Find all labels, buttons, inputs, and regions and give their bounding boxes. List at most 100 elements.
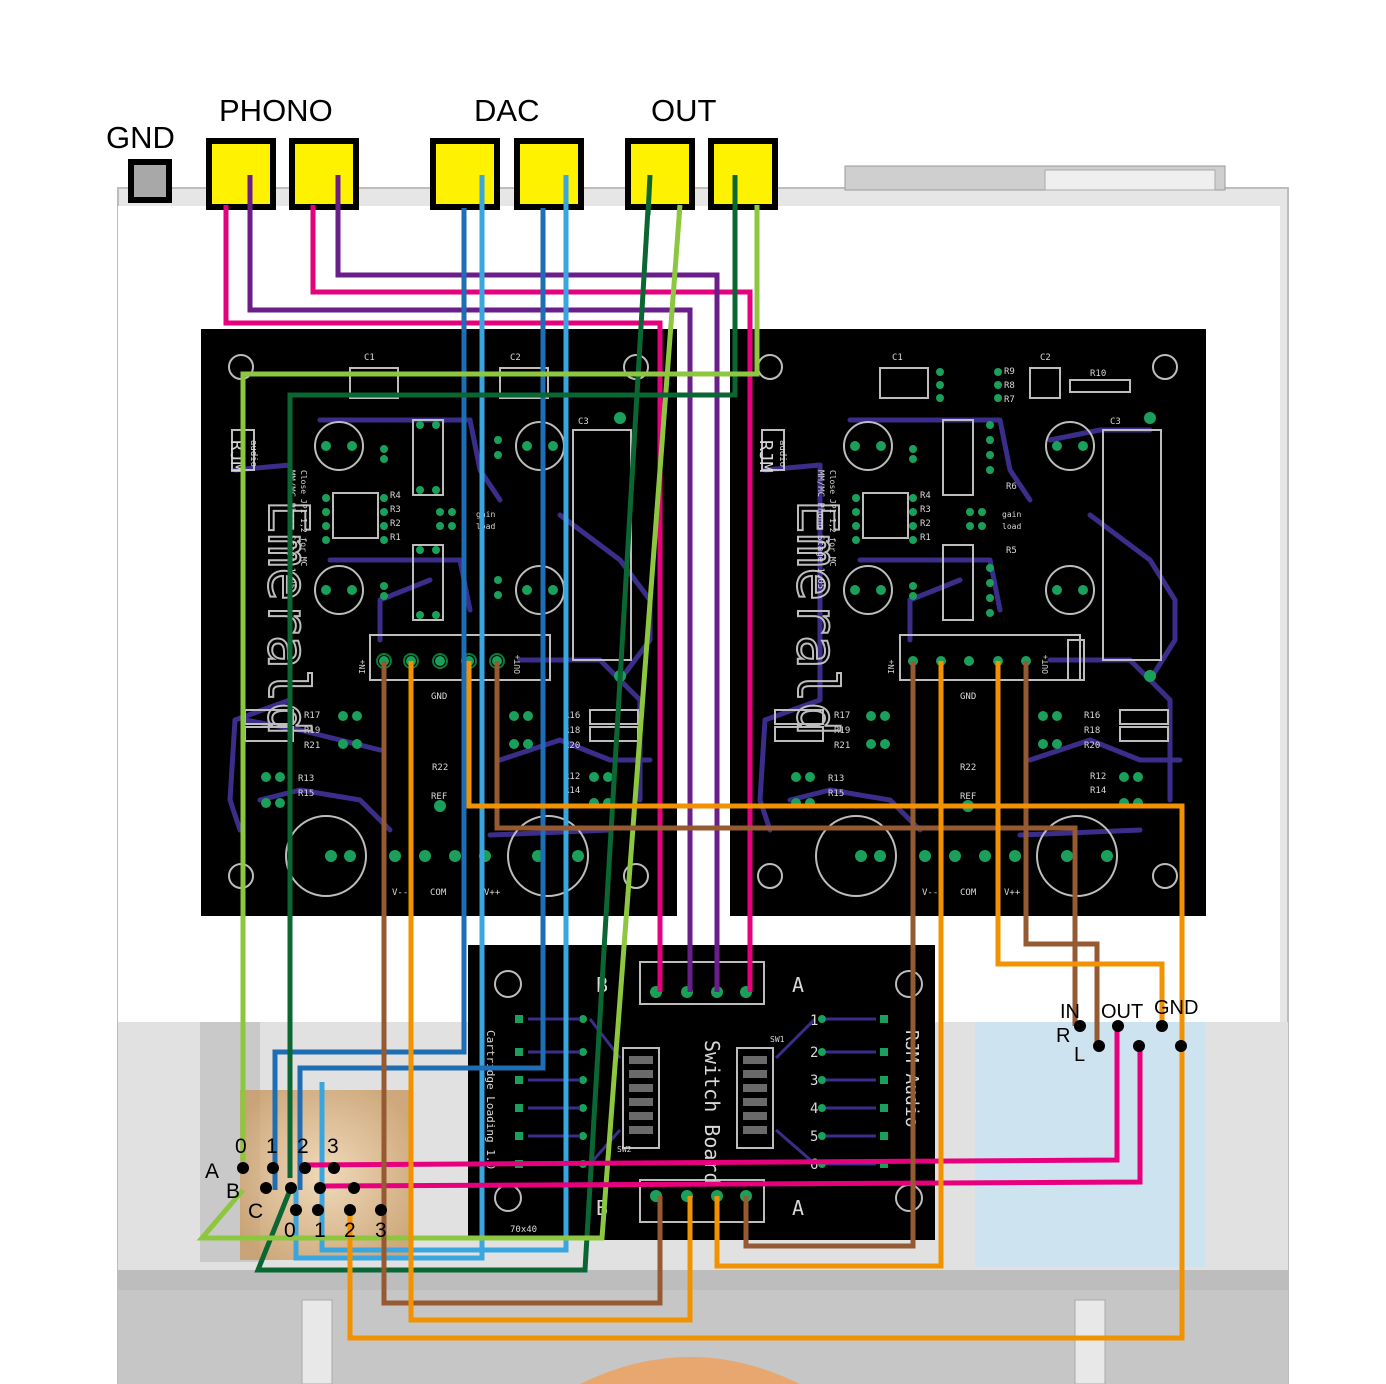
left-vplus-label: V++ [484,888,501,898]
wire-left-gnd-orange [408,661,693,1323]
wires [196,174,1185,1341]
selector-row-a: A [205,1160,219,1183]
svg-text:R19: R19 [834,726,850,736]
wire-left-in-brown [381,661,663,1306]
left-ref-label: REF [431,792,447,802]
svg-text:R17: R17 [304,711,320,721]
wire-out-l-darkgreen [254,174,653,1273]
svg-text:R16: R16 [1084,711,1100,721]
switch-sw2-label: SW2 [617,1145,632,1154]
svg-text:R18: R18 [1084,726,1100,736]
left-jumper-note: Close JP1 1,2 for MC [299,470,308,567]
svg-text:C2: C2 [1040,353,1051,363]
dac-r-terminal[interactable] [514,138,584,210]
svg-text:R21: R21 [834,741,850,751]
svg-text:R21: R21 [304,741,320,751]
wire-left-orange-loop [347,661,1185,1341]
svg-text:R13: R13 [298,774,314,784]
svg-text:3: 3 [810,1073,818,1089]
wire-right-gnd-orange [714,661,944,1269]
switch-size-label: 70x40 [510,1225,537,1235]
svg-text:R1: R1 [390,533,401,543]
left-gnd-label: GND [431,692,447,702]
right-jumper-note: Close JP1 1,2 for MC [828,470,837,567]
svg-text:R9: R9 [1004,367,1015,377]
phono-r-terminal[interactable] [289,138,359,210]
out-r-terminal[interactable] [708,138,778,210]
gnd-terminal[interactable] [128,159,172,203]
wire-dac-r-lightblue [319,175,569,1253]
svg-text:C1: C1 [364,353,375,363]
svg-text:4: 4 [810,1101,818,1117]
svg-text:R4: R4 [920,491,931,501]
switch-side-a-top: A [792,973,804,997]
right-gain-label: gain [1002,510,1021,519]
left-out-label: OUT+ [513,655,522,674]
svg-text:R14: R14 [1090,786,1106,796]
wire-dac-l-lightblue [293,175,485,1261]
wire-right-out-orange [995,661,1165,1026]
svg-text:R22: R22 [432,763,448,773]
svg-text:R1: R1 [920,533,931,543]
right-in-label: IN+ [887,659,896,674]
wire-out-r-lime [240,205,760,1162]
svg-text:R7: R7 [1004,395,1015,405]
wire-selector-magenta-b [319,1046,1143,1189]
svg-text:C1: C1 [892,353,903,363]
wire-dac-r-darkblue [297,210,546,1190]
relay-r-label: R [1056,1025,1070,1047]
relay-gnd-label: GND [1154,997,1198,1019]
relay-out-label: OUT [1101,1001,1143,1023]
selector-col-top-3: 3 [327,1135,339,1158]
wire-selector-magenta-a [304,1026,1120,1168]
selector-col-top-0: 0 [235,1135,247,1158]
selector-col-bottom-1: 1 [314,1219,326,1242]
right-gnd-label: GND [960,692,976,702]
svg-text:1: 1 [810,1013,818,1029]
svg-text:R4: R4 [390,491,401,501]
wire-left-out-brown [494,661,1078,1026]
right-board-subtitle: MM/MC Phono Stage 1.05 [815,470,825,589]
svg-text:C2: C2 [510,353,521,363]
left-brand-audio: audio [248,440,258,467]
svg-text:R3: R3 [920,505,931,515]
wire-right-out-brown [1023,661,1100,1046]
switch-board: 123 456 A A B B SW1 SW2 70x40 Switch Boa… [468,945,935,1240]
left-load-label: load [476,522,495,531]
left-in-label: IN+ [358,659,367,674]
left-com-label: COM [430,888,447,898]
relay-l-label: L [1074,1044,1085,1066]
svg-text:R18: R18 [564,726,580,736]
selector-col-bottom-2: 2 [344,1219,356,1242]
right-vplus-label: V++ [1004,888,1021,898]
svg-text:2: 2 [810,1045,818,1061]
svg-text:R10: R10 [1090,369,1106,379]
svg-text:R5: R5 [1006,546,1017,556]
svg-text:R13: R13 [828,774,844,784]
svg-text:R3: R3 [390,505,401,515]
out-l-terminal[interactable] [625,138,695,210]
svg-text:R14: R14 [564,786,580,796]
gnd-label: GND [106,120,175,155]
svg-text:5: 5 [810,1129,818,1145]
svg-text:R20: R20 [1084,741,1100,751]
svg-text:C3: C3 [1110,417,1121,427]
out-label: OUT [651,93,717,128]
right-com-label: COM [960,888,977,898]
svg-text:R15: R15 [298,789,314,799]
relay-connector: IN OUT GND R L [1056,997,1198,1066]
selector-switch: 0 1 2 3 A B C 0 1 2 3 [205,1135,387,1242]
dac-l-terminal[interactable] [430,138,500,210]
phono-l-terminal[interactable] [206,138,276,210]
svg-text:R19: R19 [304,726,320,736]
switch-board-subtitle: Cartridge Loading 1.0 [484,1030,497,1169]
selector-row-c: C [248,1200,263,1223]
svg-text:R17: R17 [834,711,850,721]
wire-phono-r-purple [335,175,720,992]
right-out-label: OUT+ [1041,655,1050,674]
right-vminus-label: V-- [922,888,938,898]
wire-phono-r-magenta [310,205,753,992]
svg-text:R2: R2 [390,519,401,529]
dac-label: DAC [474,93,539,128]
